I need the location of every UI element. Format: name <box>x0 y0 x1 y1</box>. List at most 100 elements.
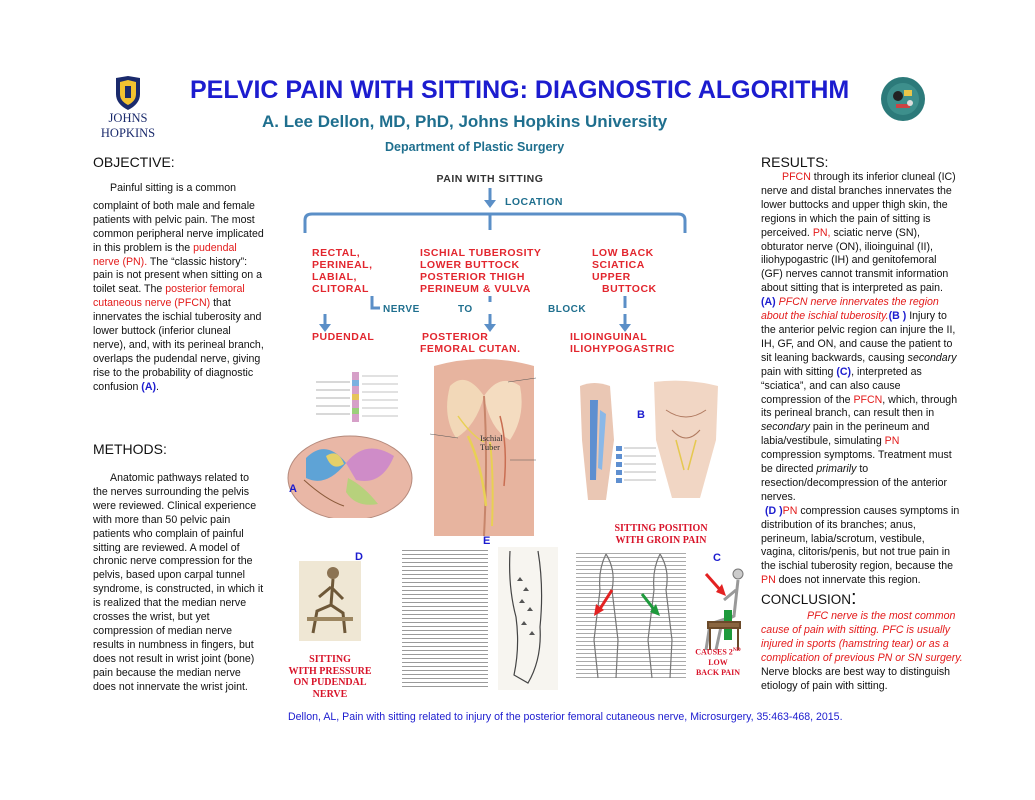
figure-label-b: B <box>637 409 645 421</box>
leg-sketch-image <box>498 547 558 690</box>
caption-back-pain: CAUSES 2ND LOW BACK PAIN <box>690 645 746 678</box>
col1-line1: RECTAL, <box>312 247 360 259</box>
results-c-text: , interpreted as “sciatica”, and can als… <box>761 365 922 406</box>
objective-p2: complaint of both male and female patien… <box>93 199 264 254</box>
flow-to: TO <box>458 304 473 315</box>
results-heading: RESULTS: <box>761 154 829 170</box>
result-iliohypogastric: ILIOHYPOGASTRIC <box>570 343 675 355</box>
figure-e: Ischial Tuber <box>428 356 540 537</box>
caption-pressure-line2: WITH PRESSURE <box>288 665 372 677</box>
objective-ref-a: (A) <box>141 380 157 393</box>
col1-line2: PERINEAL, <box>312 259 373 271</box>
objective-p3: The “classic history”: pain is not prese… <box>93 255 263 296</box>
results-pfcn: PFCN <box>782 171 811 183</box>
caption-back-line1: CAUSES 2 <box>695 647 733 657</box>
objective-p4: that innervates the ischial tuberosity a… <box>93 297 264 393</box>
figure-label-d: D <box>355 551 363 563</box>
poster-title: PELVIC PAIN WITH SITTING: DIAGNOSTIC ALG… <box>190 76 850 104</box>
arrow-icon <box>370 296 380 310</box>
results-pfcn-2: PFCN <box>853 393 883 406</box>
pfcn-term: posterior femoral cutaneous nerve (PFCN) <box>93 283 245 310</box>
results-pn-4: PN <box>761 574 776 587</box>
conclusion-text: PFC nerve is the most common cause of pa… <box>761 610 966 693</box>
results-d-text2: does not innervate this region. <box>775 574 921 587</box>
posterior-figure-outline <box>647 553 673 679</box>
objective-first-line: Painful sitting is a common <box>110 182 237 194</box>
col3-line1: LOW BACK <box>592 247 654 259</box>
results-c-text3: pain in the perineum and labia/vestibule… <box>761 421 930 448</box>
results-b-text: Injury to the anterior pelvic region can… <box>761 310 956 364</box>
caption-groin: SITTING POSITION WITH GROIN PAIN <box>596 523 726 547</box>
figure-c <box>576 550 756 688</box>
flow-bracket <box>303 212 687 233</box>
objective-text: Painful sitting is a common complaint of… <box>93 182 265 395</box>
results-c-text2: , which, through its perineal branch, ca… <box>761 393 958 420</box>
results-pn-3: PN <box>782 504 798 517</box>
caption-groin-line2: WITH GROIN PAIN <box>615 535 707 546</box>
caption-pressure-line4: NERVE <box>312 688 348 700</box>
johns-hopkins-logo: JOHNS HOPKINS <box>82 76 174 140</box>
anterior-pelvis-image <box>580 380 718 500</box>
conclusion-heading: CONCLUSION: <box>761 587 857 610</box>
results-text: PFCN through its inferior cluneal (IC) n… <box>761 171 961 588</box>
col1-line4: CLITORAL <box>312 283 369 295</box>
objective-heading: OBJECTIVE: <box>93 154 175 170</box>
figure-label-a: A <box>289 483 297 495</box>
col1-line3: LABIAL, <box>312 271 357 283</box>
citation: Dellon, AL, Pain with sitting related to… <box>288 711 843 723</box>
lined-sheet-image <box>402 547 488 690</box>
figure-a <box>286 368 416 521</box>
results-c-text4: compression symptoms. Treatment must be … <box>761 449 952 476</box>
caption-groin-line1: SITTING POSITION <box>614 523 708 534</box>
col2-line1: ISCHIAL TUBEROSITY <box>420 247 541 259</box>
col3-line4: BUTTOCK <box>602 283 657 295</box>
results-a-label: (A) <box>761 296 776 309</box>
results-c-text5: to resection/decompression of the anteri… <box>761 463 948 503</box>
department: Department of Plastic Surgery <box>385 140 565 154</box>
figure-b <box>576 380 722 504</box>
results-d-label: (D ) <box>765 504 783 517</box>
results-secondary-2: secondary <box>761 421 810 434</box>
result-pudendal: PUDENDAL <box>312 331 374 343</box>
objective-p5: . <box>156 380 159 393</box>
diagnostic-flowchart: PAIN WITH SITTING LOCATION RECTAL, PERIN… <box>303 173 687 355</box>
conclusion-rest: Nerve blocks are best way to distinguish… <box>761 665 951 692</box>
chair-icon <box>707 621 741 650</box>
ischial-tuber-label: Ischial Tuber <box>480 433 503 452</box>
round-seal-icon <box>881 77 925 121</box>
results-pn-2: PN <box>884 435 900 448</box>
caption-pressure-line1: SITTING <box>309 654 351 665</box>
pudendal-nerve-term: pudendal nerve (PN). <box>93 241 237 268</box>
flow-block: BLOCK <box>548 304 586 315</box>
shield-icon <box>116 76 140 110</box>
result-posterior: POSTERIOR <box>422 331 488 343</box>
figure-label-c: C <box>713 552 721 564</box>
col2-line2: LOWER BUTTOCK <box>420 259 520 271</box>
figure-label-e: E <box>483 535 491 547</box>
col2-line3: POSTERIOR THIGH <box>420 271 525 283</box>
society-logo <box>880 76 926 122</box>
col2-line4: PERINEUM & VULVA <box>420 283 531 295</box>
conclusion-heading-text: CONCLUSION <box>761 592 852 607</box>
results-b-text2: pain with sitting <box>761 365 837 378</box>
results-secondary-1: secondary <box>907 351 957 364</box>
sitting-skeleton-image <box>307 567 353 634</box>
methods-text: Anatomic pathways related to the nerves … <box>93 472 264 693</box>
results-pn: PN, <box>812 226 831 239</box>
results-c-label: (C) <box>836 365 852 378</box>
leg-outline-icon <box>509 550 543 684</box>
perineum-anatomy-image <box>287 372 413 521</box>
results-b-label: (B ) <box>888 310 907 323</box>
results-a-text: PFCN nerve innervates the region about t… <box>761 296 939 323</box>
results-primarily: primarily <box>816 463 857 476</box>
caption-back-line2: LOW <box>708 657 728 667</box>
logo-text: JOHNS HOPKINS <box>100 111 156 140</box>
flow-nerve: NERVE <box>383 304 420 315</box>
flow-location: LOCATION <box>505 196 563 208</box>
caption-pressure-line3: ON PUDENDAL <box>293 677 367 688</box>
figure-d <box>299 561 361 641</box>
caption-back-sup: ND <box>732 647 741 653</box>
caption-pressure: SITTING WITH PRESSURE ON PUDENDAL NERVE <box>282 654 378 700</box>
results-d-text: compression causes symptoms in distribut… <box>761 504 960 573</box>
col3-line2: SCIATICA <box>592 259 645 271</box>
